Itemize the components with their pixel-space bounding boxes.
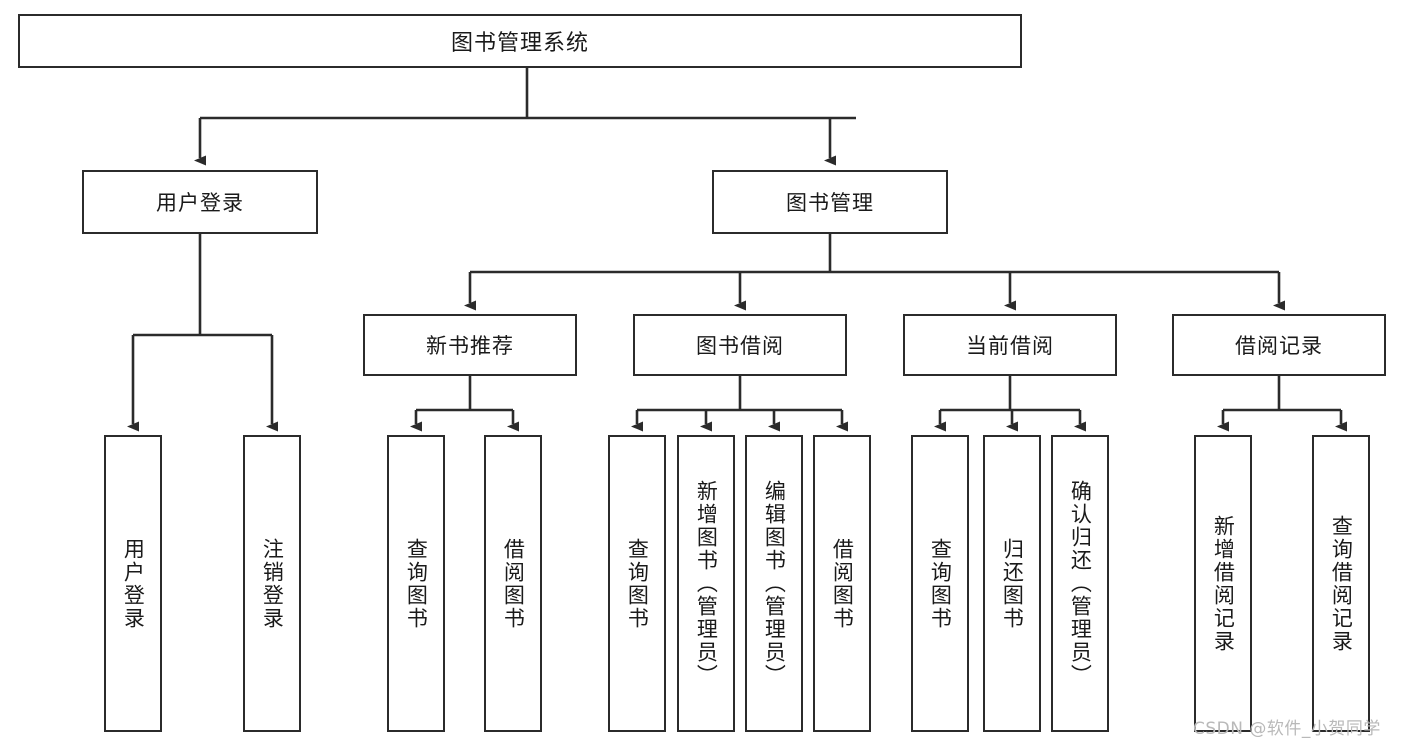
node-leaf-add-book-label: 新增图书（管理员） [694, 480, 719, 687]
node-leaf-return-book[interactable]: 归还图书 [983, 435, 1041, 732]
node-root[interactable]: 图书管理系统 [18, 14, 1022, 68]
node-root-label: 图书管理系统 [450, 31, 589, 56]
node-leaf-add-book[interactable]: 新增图书（管理员） [677, 435, 735, 732]
node-leaf-confirm-return-label: 确认归还（管理员） [1068, 480, 1093, 687]
node-new-book-recommend[interactable]: 新书推荐 [363, 314, 577, 376]
node-leaf-query-book-3-label: 查询图书 [928, 537, 953, 630]
watermark: CSDN @软件_小贺同学 [1193, 719, 1381, 739]
node-leaf-borrow-book-1[interactable]: 借阅图书 [484, 435, 542, 732]
node-leaf-return-book-label: 归还图书 [1000, 537, 1025, 630]
node-borrow-record[interactable]: 借阅记录 [1172, 314, 1386, 376]
node-leaf-query-book-2[interactable]: 查询图书 [608, 435, 666, 732]
node-leaf-query-book-2-label: 查询图书 [625, 537, 650, 630]
node-book-borrow-label: 图书借阅 [696, 334, 784, 358]
node-leaf-logout[interactable]: 注销登录 [243, 435, 301, 732]
node-book-manage[interactable]: 图书管理 [712, 170, 948, 234]
node-current-borrow-label: 当前借阅 [966, 334, 1054, 358]
node-leaf-query-book-3[interactable]: 查询图书 [911, 435, 969, 732]
node-current-borrow[interactable]: 当前借阅 [903, 314, 1117, 376]
node-book-borrow[interactable]: 图书借阅 [633, 314, 847, 376]
node-leaf-borrow-book-2[interactable]: 借阅图书 [813, 435, 871, 732]
node-user-login-label: 用户登录 [156, 191, 244, 215]
node-leaf-edit-book[interactable]: 编辑图书（管理员） [745, 435, 803, 732]
node-leaf-query-book-1-label: 查询图书 [404, 537, 429, 630]
node-leaf-add-record-label: 新增借阅记录 [1211, 514, 1236, 653]
node-leaf-query-record[interactable]: 查询借阅记录 [1312, 435, 1370, 732]
node-leaf-user-login-label: 用户登录 [121, 537, 146, 630]
node-leaf-query-book-1[interactable]: 查询图书 [387, 435, 445, 732]
node-leaf-user-login[interactable]: 用户登录 [104, 435, 162, 732]
node-leaf-confirm-return[interactable]: 确认归还（管理员） [1051, 435, 1109, 732]
node-leaf-edit-book-label: 编辑图书（管理员） [762, 480, 787, 687]
node-new-book-recommend-label: 新书推荐 [426, 334, 514, 358]
node-leaf-borrow-book-1-label: 借阅图书 [501, 537, 526, 630]
node-leaf-borrow-book-2-label: 借阅图书 [830, 537, 855, 630]
node-leaf-query-record-label: 查询借阅记录 [1329, 514, 1354, 653]
node-leaf-logout-label: 注销登录 [260, 537, 285, 630]
node-leaf-add-record[interactable]: 新增借阅记录 [1194, 435, 1252, 732]
node-borrow-record-label: 借阅记录 [1235, 334, 1323, 358]
node-book-manage-label: 图书管理 [786, 191, 874, 215]
node-user-login[interactable]: 用户登录 [82, 170, 318, 234]
